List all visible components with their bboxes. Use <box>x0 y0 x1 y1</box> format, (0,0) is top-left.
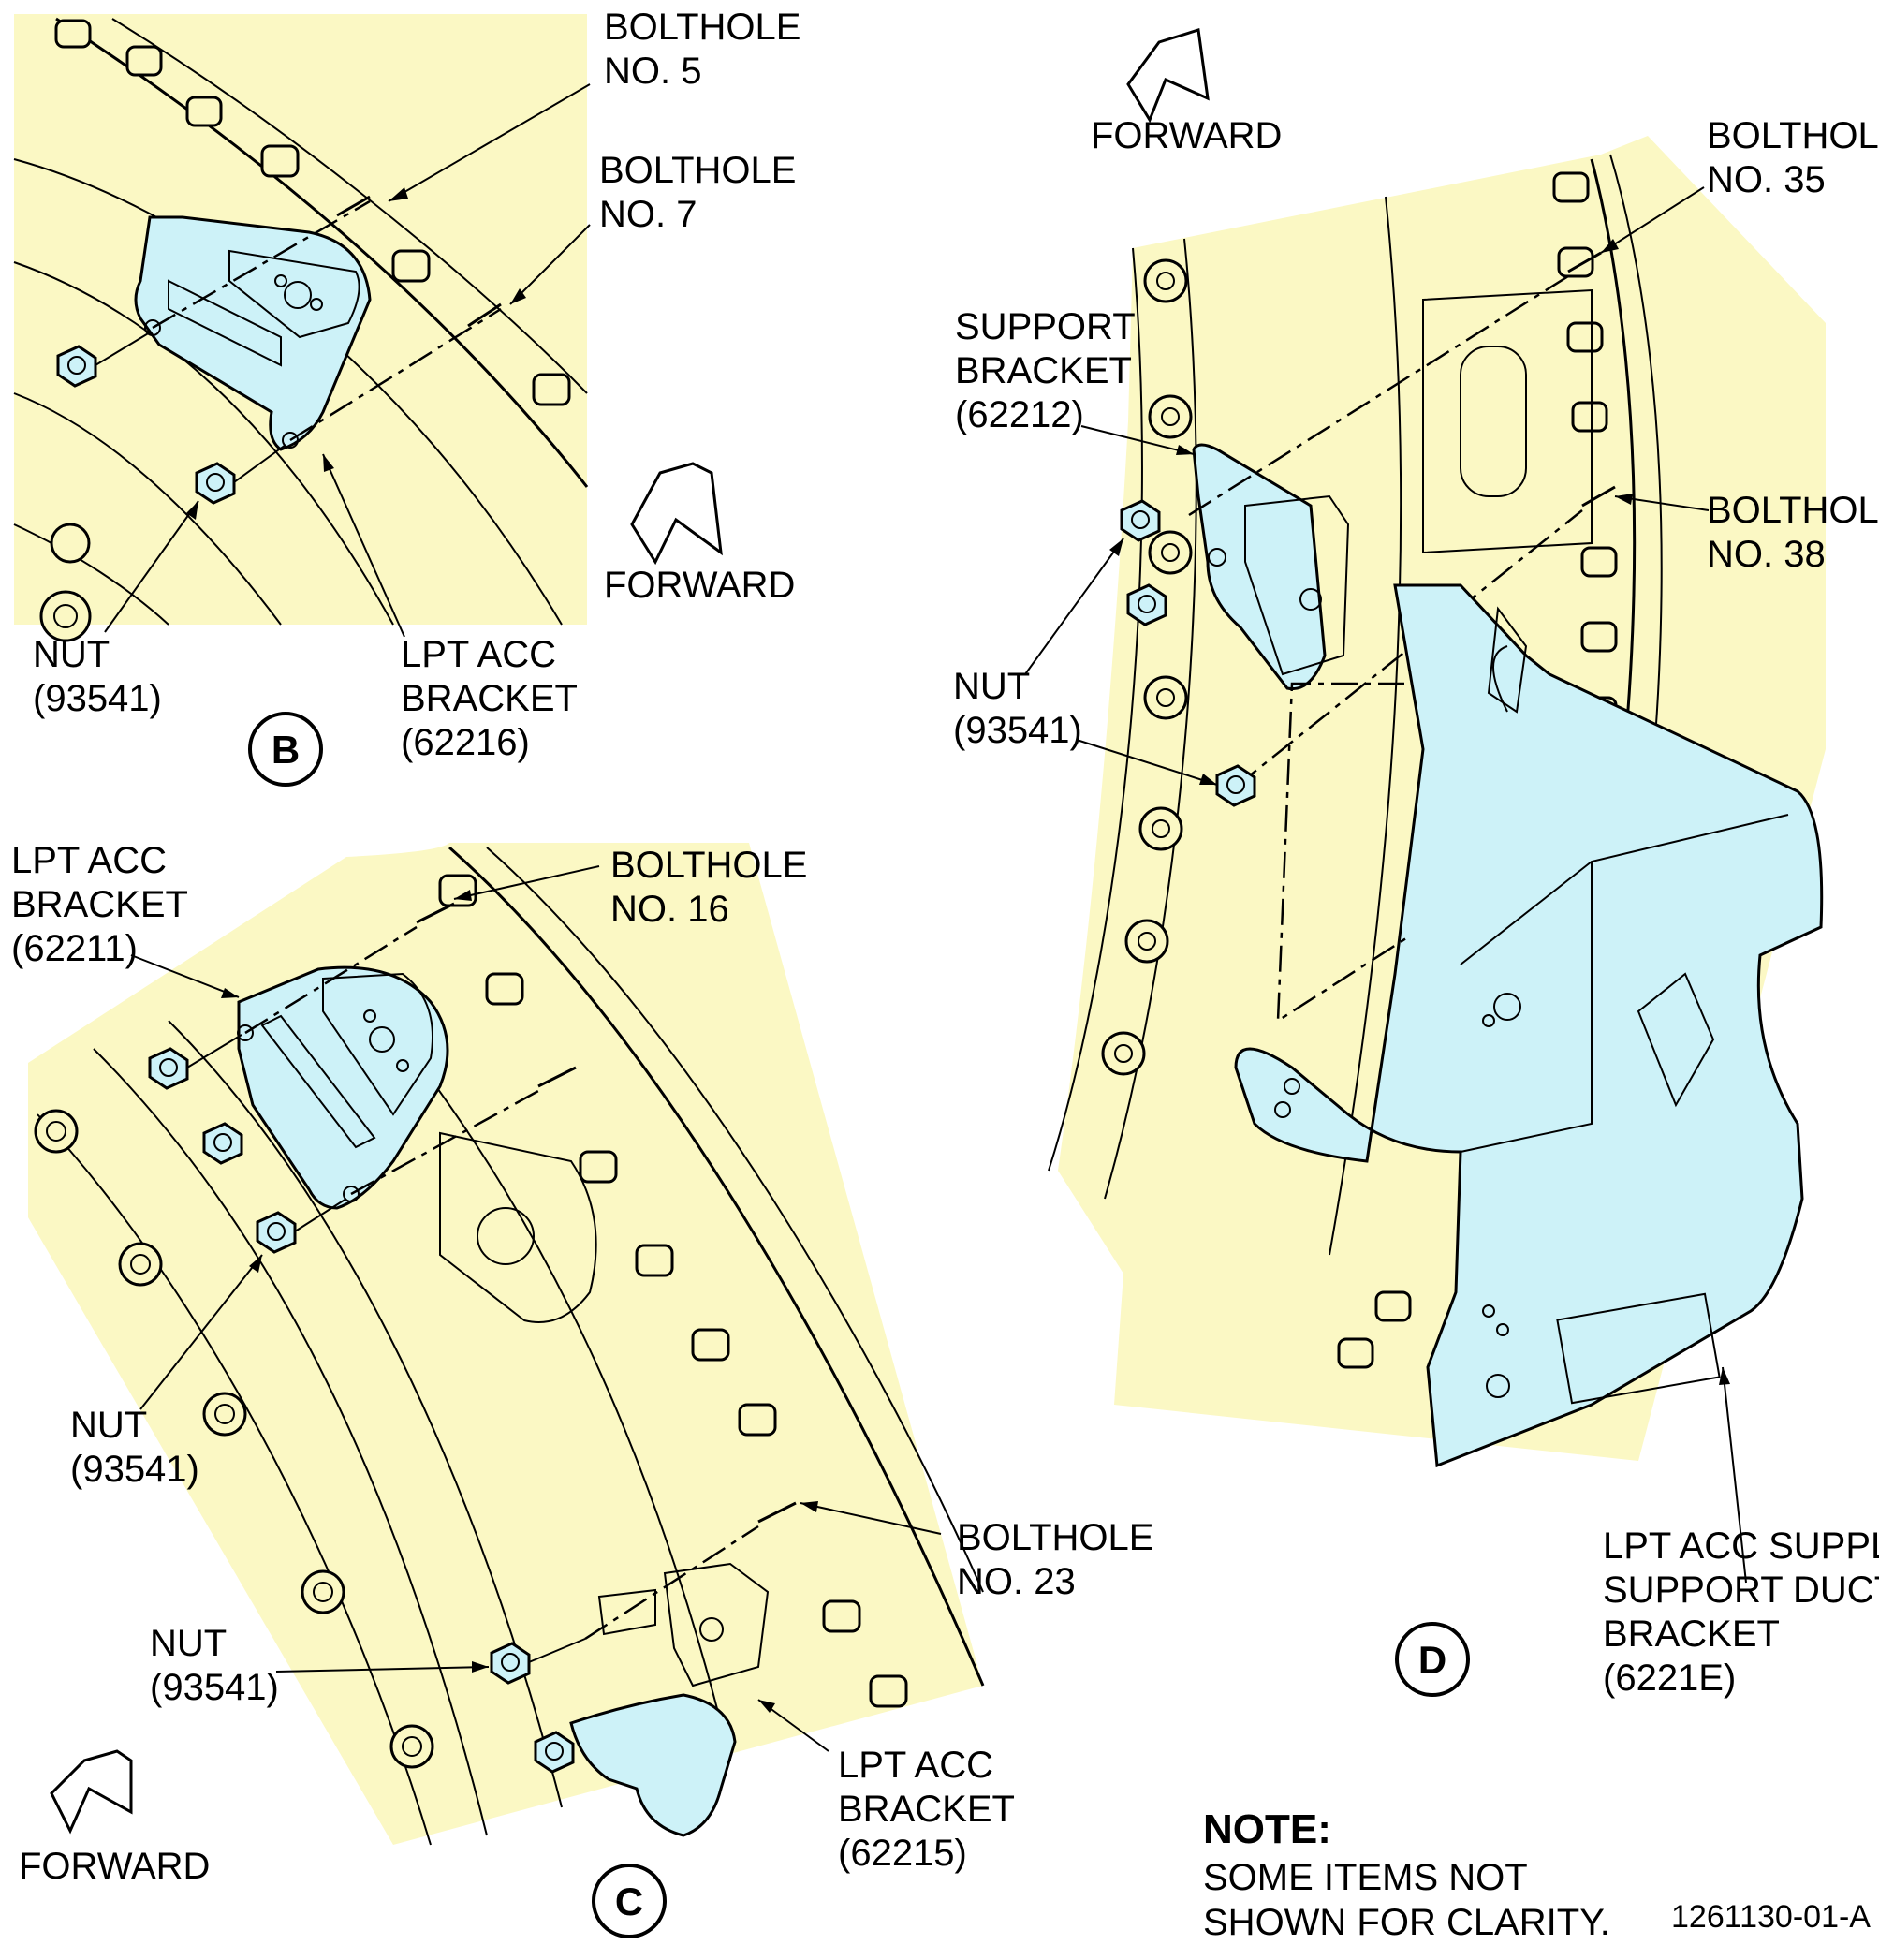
forward-arrow-d <box>1126 28 1210 124</box>
nut-label-c-bottom: NUT(93541) <box>150 1623 279 1708</box>
flange-bolts <box>438 874 908 1708</box>
forward-label-c: FORWARD <box>19 1846 210 1887</box>
nut-93541 <box>148 1034 586 1774</box>
nut-93541 <box>56 332 286 505</box>
nut-label-c-top: NUT(93541) <box>70 1405 199 1490</box>
case-arc <box>13 523 169 626</box>
figure-id: 1261130-01-A <box>1671 1899 1871 1935</box>
case-arc <box>448 846 985 1687</box>
flange-bolts <box>39 19 571 642</box>
note-heading: NOTE: <box>1203 1806 1331 1852</box>
view-d <box>1024 28 1826 1584</box>
forward-arrow-c <box>50 1749 133 1835</box>
flange-holes <box>1101 258 1193 1076</box>
nut-label-d: NUT(93541) <box>953 666 1082 751</box>
flange-holes <box>34 1109 434 1769</box>
view-b-callout: B <box>248 712 323 787</box>
bracket-pad <box>228 249 360 339</box>
stud-5 <box>336 195 371 217</box>
view-c-callout: C <box>592 1864 667 1938</box>
forward-label-d: FORWARD <box>1091 115 1282 156</box>
lpt-acc-supply-support-duct-bracket-6221E <box>1234 583 1824 1468</box>
case-arc <box>13 261 394 626</box>
case-arc <box>13 392 282 626</box>
view-c <box>28 843 985 1846</box>
nut-93541 <box>1120 499 1256 807</box>
svg-text:B: B <box>272 728 300 772</box>
forward-label-b: FORWARD <box>604 565 795 606</box>
nut-label-b: NUT(93541) <box>33 634 162 719</box>
lpt-acc-bracket-62216 <box>134 215 372 451</box>
svg-text:D: D <box>1418 1638 1446 1682</box>
stud-7 <box>467 302 502 328</box>
support-bracket-62212 <box>1192 443 1327 691</box>
svg-text:C: C <box>615 1879 643 1923</box>
lpt-acc-bracket-62215 <box>569 1693 737 1837</box>
forward-arrow-b <box>630 462 723 566</box>
view-b <box>13 14 723 642</box>
view-d-callout: D <box>1395 1622 1470 1697</box>
